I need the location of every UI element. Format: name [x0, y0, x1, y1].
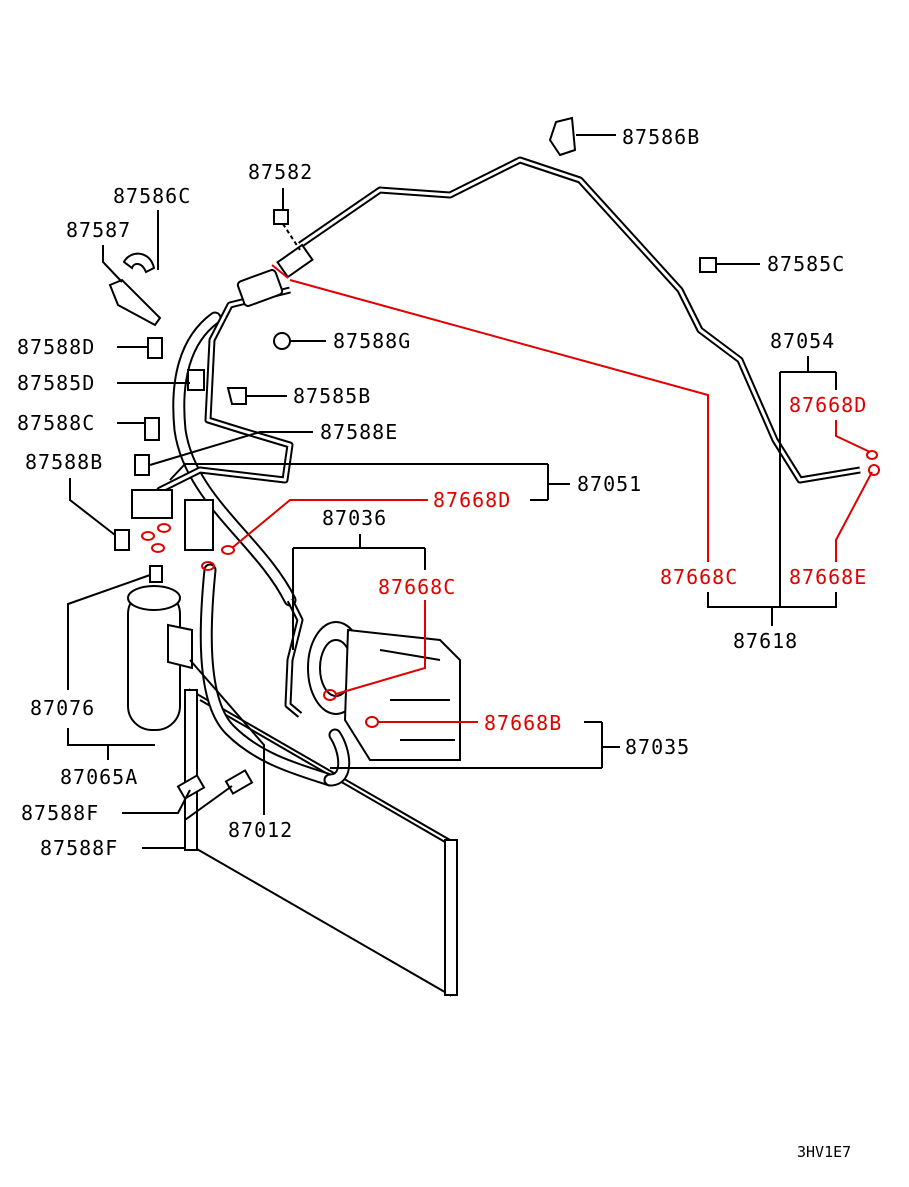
label-87588B[interactable]: 87588B	[25, 450, 103, 474]
label-87588C[interactable]: 87588C	[17, 411, 95, 435]
o-rings	[141, 264, 880, 728]
label-87035[interactable]: 87035	[625, 735, 690, 759]
label-87668C-compressor[interactable]: 87668C	[378, 575, 456, 599]
label-87076[interactable]: 87076	[30, 696, 95, 720]
compressor	[307, 621, 461, 761]
label-87668D-right[interactable]: 87668D	[789, 393, 867, 417]
leader-lines	[67, 134, 837, 849]
label-87585C[interactable]: 87585C	[767, 252, 845, 276]
label-87585B[interactable]: 87585B	[293, 384, 371, 408]
bracket-87587	[108, 278, 162, 327]
figure-code: 3HV1E7	[797, 1143, 851, 1161]
clip-87585C	[699, 257, 717, 273]
bolt-87588C	[144, 417, 160, 441]
label-87582[interactable]: 87582	[248, 160, 313, 184]
hoses	[131, 156, 861, 787]
condenser-87012	[184, 688, 458, 997]
clip-87582	[273, 209, 289, 225]
label-87586B[interactable]: 87586B	[622, 125, 700, 149]
label-87036[interactable]: 87036	[322, 506, 387, 530]
label-87065A[interactable]: 87065A	[60, 765, 138, 789]
bolt-87588B-lower	[114, 529, 130, 551]
label-87588G[interactable]: 87588G	[333, 329, 411, 353]
clamp-87586C	[122, 252, 156, 274]
label-87588F-2[interactable]: 87588F	[40, 836, 118, 860]
clip-87585B	[226, 387, 247, 405]
label-87668C-right[interactable]: 87668C	[660, 565, 738, 589]
label-87585D[interactable]: 87585D	[17, 371, 95, 395]
label-87668E[interactable]: 87668E	[789, 565, 867, 589]
label-87587[interactable]: 87587	[66, 218, 131, 242]
bolt-87588G	[273, 332, 291, 350]
label-87054[interactable]: 87054	[770, 329, 835, 353]
clip-87586B	[548, 116, 577, 157]
red-leader-lines	[231, 279, 873, 723]
label-87588F[interactable]: 87588F	[21, 801, 99, 825]
part-labels: 87586B 87582 87586C 87587 87585C 87588G …	[17, 125, 867, 1161]
label-87588E[interactable]: 87588E	[320, 420, 398, 444]
receiver-drier-87065A	[127, 565, 193, 731]
fasteners	[108, 116, 717, 800]
label-87668B[interactable]: 87668B	[484, 711, 562, 735]
label-87618[interactable]: 87618	[733, 629, 798, 653]
bolt-87588D	[147, 337, 163, 359]
clip-87585D	[187, 369, 205, 391]
bolt-87588F	[176, 774, 206, 800]
label-87051[interactable]: 87051	[577, 472, 642, 496]
label-87012[interactable]: 87012	[228, 818, 293, 842]
label-87588D[interactable]: 87588D	[17, 335, 95, 359]
label-87668D-left[interactable]: 87668D	[433, 488, 511, 512]
label-87586C[interactable]: 87586C	[113, 184, 191, 208]
bolt-87588B	[134, 454, 150, 476]
